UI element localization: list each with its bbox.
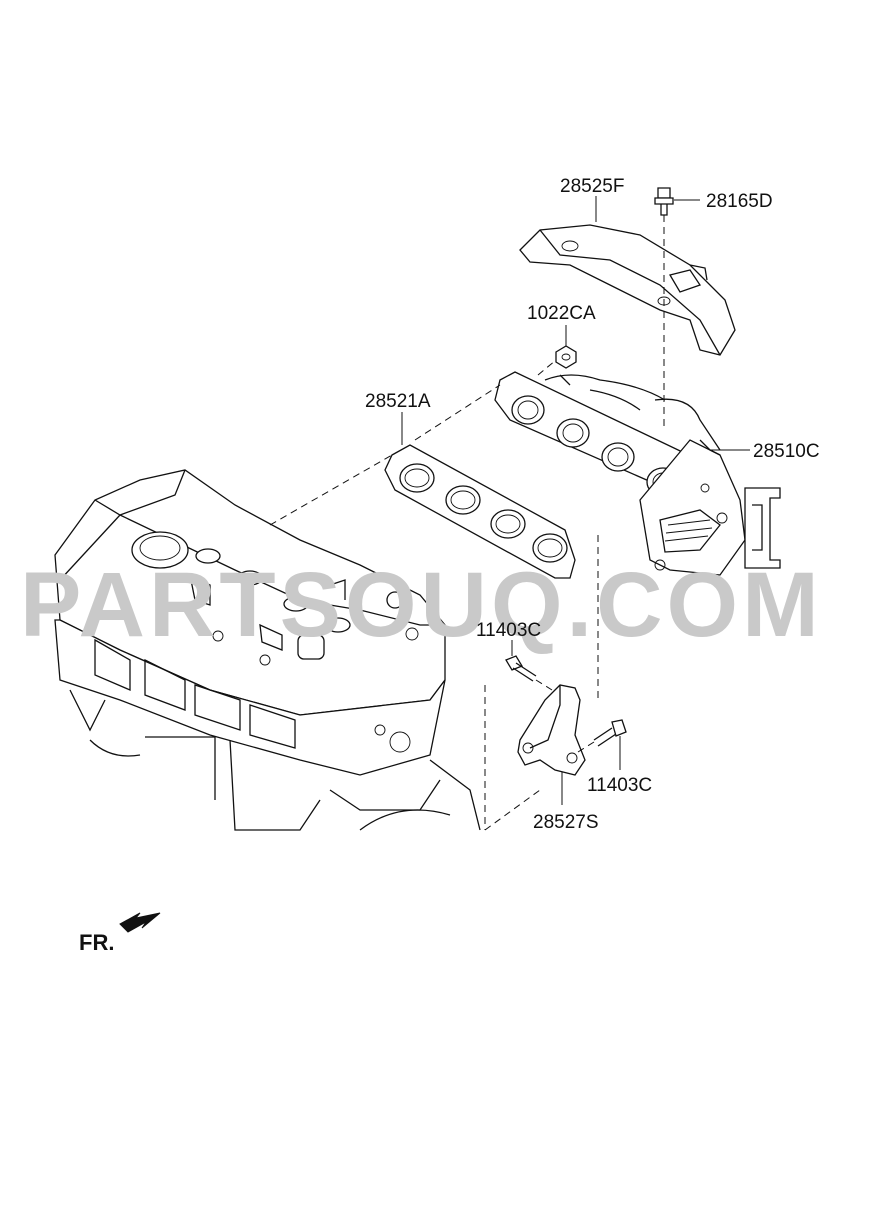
part-label-11403c-lower[interactable]: 11403C	[587, 775, 652, 796]
watermark: PARTSOUQ.COM	[20, 554, 823, 656]
part-label-28527s[interactable]: 28527S	[533, 812, 599, 833]
front-arrow-icon	[119, 912, 161, 933]
heat-protector-bolt-illustration	[654, 187, 674, 216]
manifold-gasket-illustration	[384, 444, 576, 579]
part-label-28521a[interactable]: 28521A	[365, 391, 431, 412]
bracket-bolt-lower-illustration	[593, 719, 627, 747]
front-orientation-indicator: FR.	[79, 912, 161, 955]
heat-protector-illustration	[519, 224, 736, 356]
leader-lines	[401, 196, 750, 805]
part-label-28510c[interactable]: 28510C	[753, 441, 820, 462]
bracket-bolt-upper-illustration	[505, 655, 537, 682]
exhaust-manifold-illustration	[494, 371, 781, 576]
part-label-28165d[interactable]: 28165D	[706, 191, 773, 212]
part-label-28525f[interactable]: 28525F	[560, 176, 624, 197]
nut-illustration	[555, 345, 577, 369]
cylinder-head-illustration	[54, 469, 481, 831]
manifold-bracket-illustration	[517, 684, 586, 776]
front-label: FR.	[79, 930, 114, 955]
assembly-lines	[269, 215, 665, 831]
part-label-1022ca[interactable]: 1022CA	[527, 303, 596, 324]
part-label-11403c-upper[interactable]: 11403C	[476, 620, 541, 641]
